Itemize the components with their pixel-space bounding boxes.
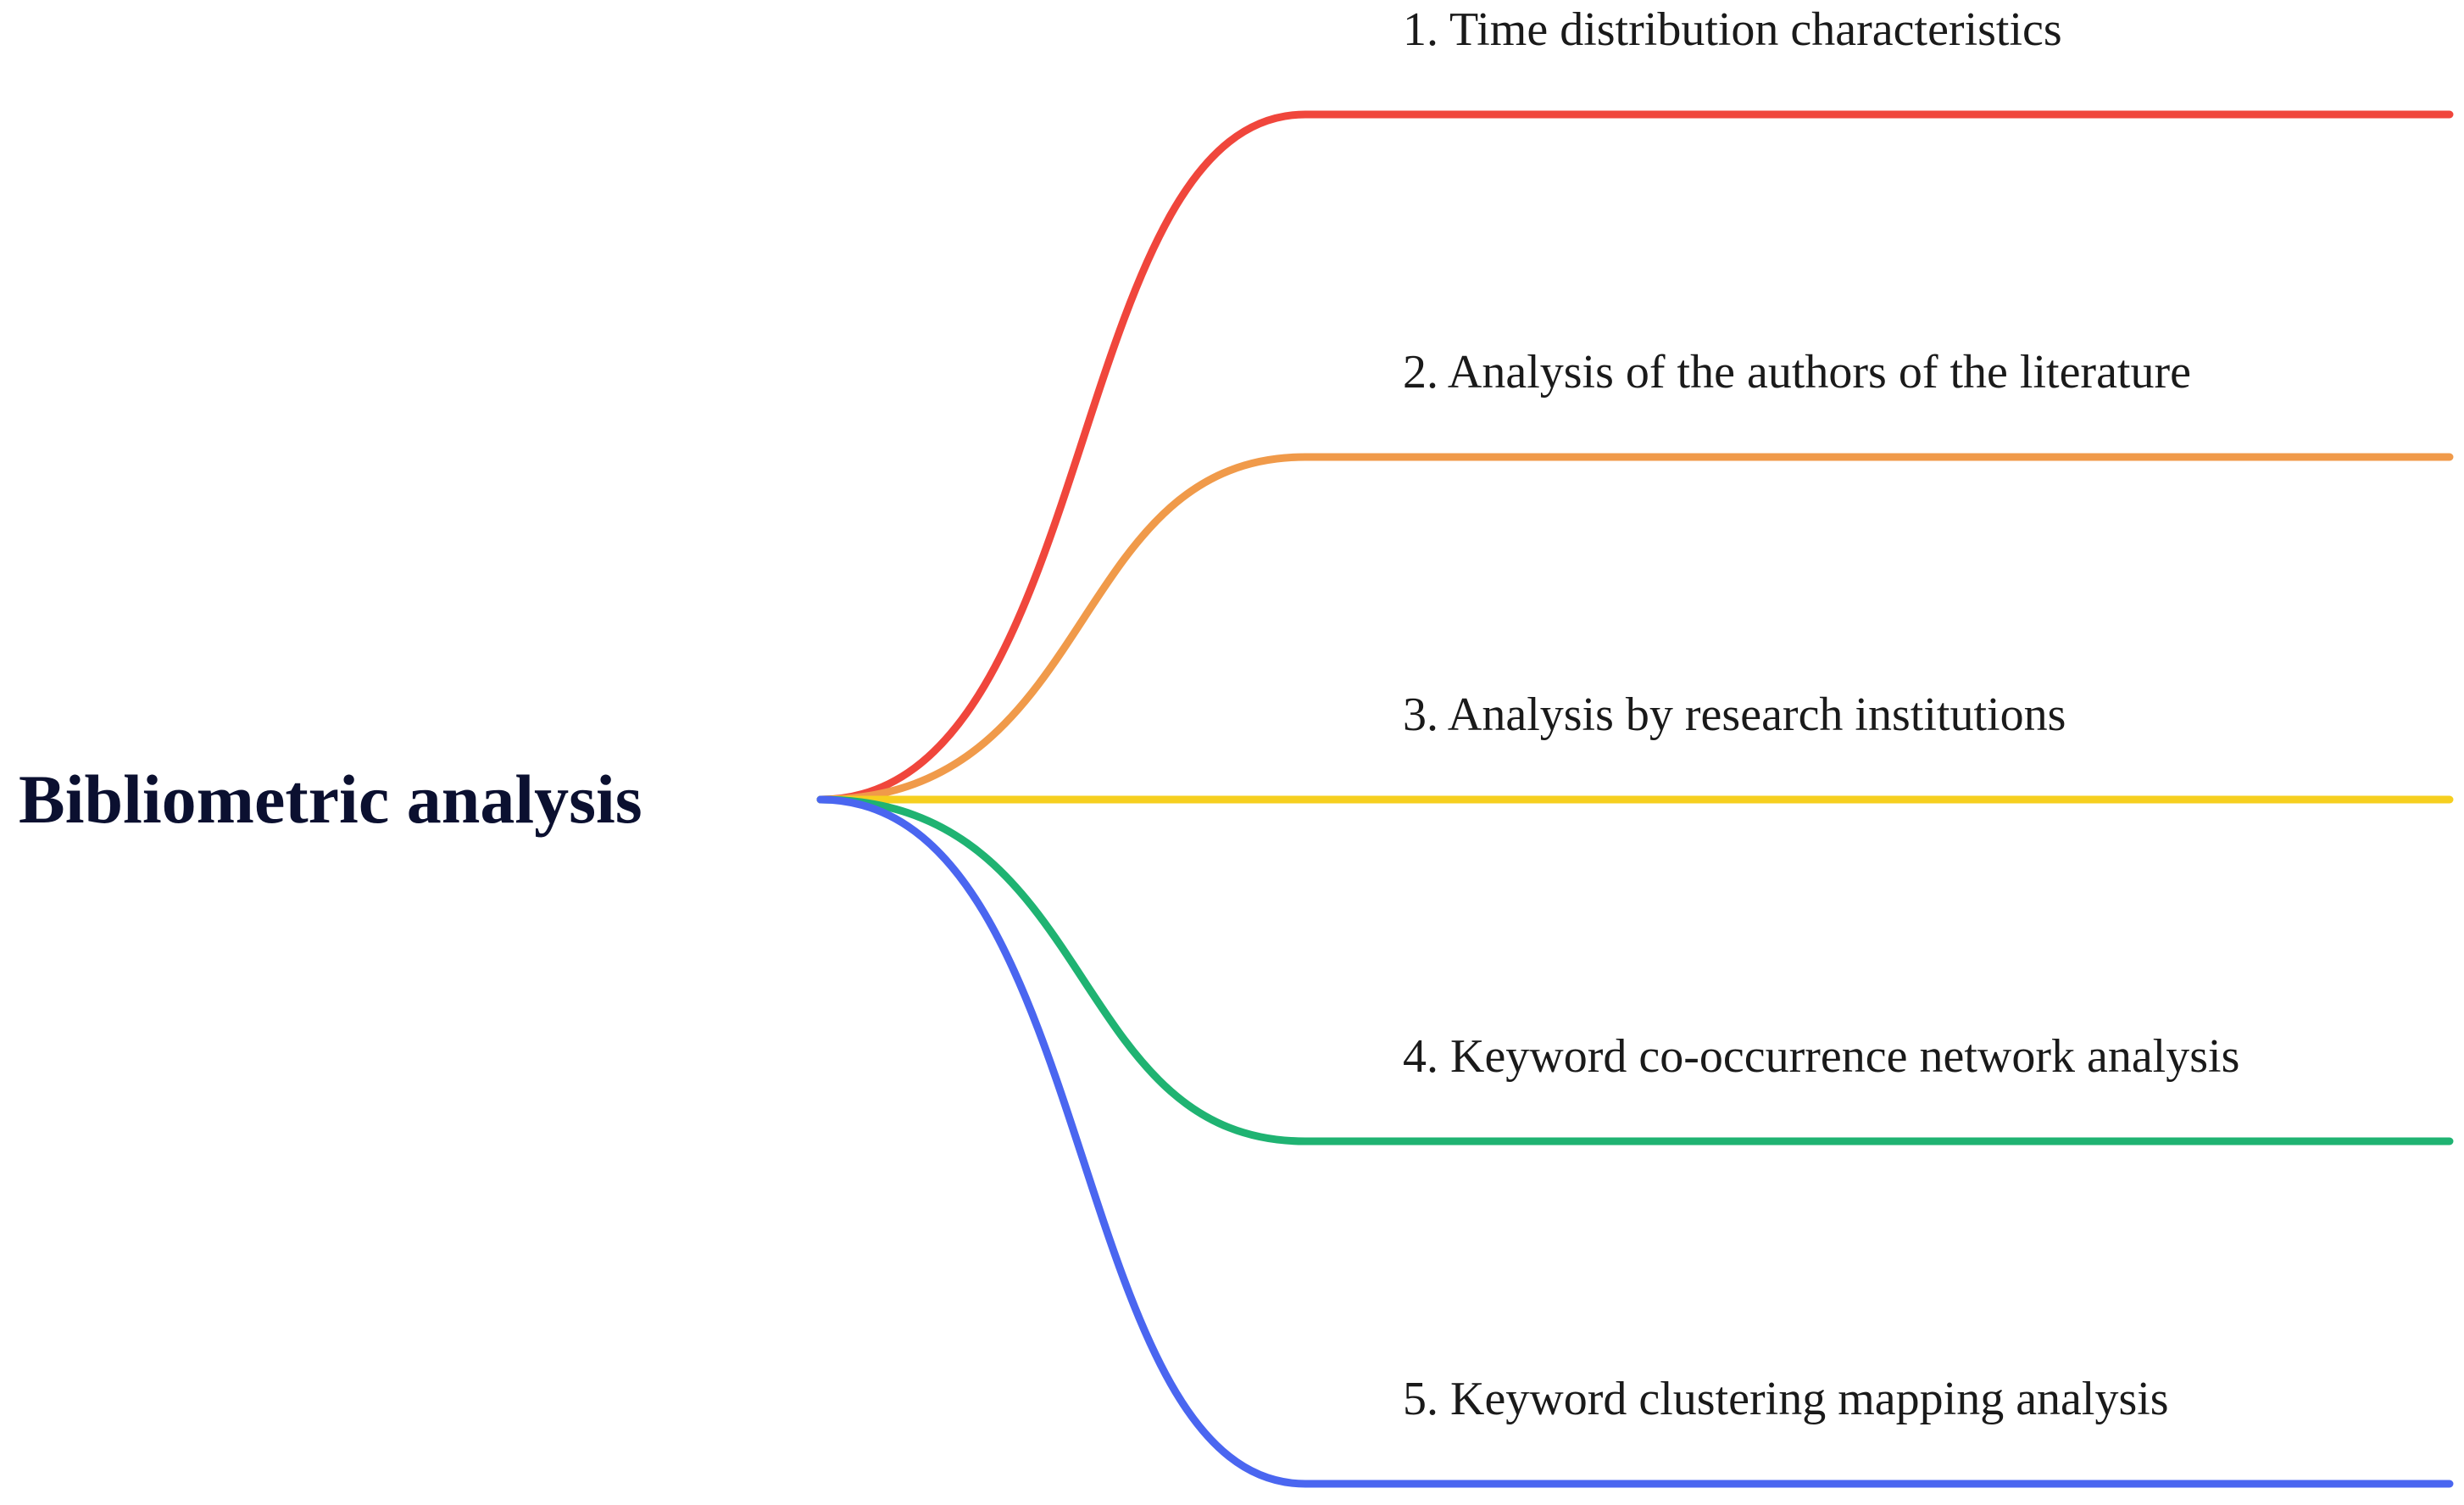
branch-label-1: 1. Time distribution characteristics [1403,3,2062,56]
branch-connector-2 [816,453,2454,804]
branch-label-3: 3. Analysis by research institutions [1403,688,2066,741]
branch-labels: 1. Time distribution characteristics 2. A… [1403,3,2239,1425]
branch-label-2: 2. Analysis of the authors of the litera… [1403,346,2191,399]
root-node-label: Bibliometric analysis [19,761,642,838]
branch-connector-1 [816,110,2454,804]
branch-label-5: 5. Keyword clustering mapping analysis [1403,1373,2169,1425]
branch-lines [816,110,2454,1488]
branch-connector-5 [816,795,2454,1488]
branch-connector-4 [816,795,2454,1145]
branch-label-4: 4. Keyword co-occurrence network analysi… [1403,1030,2239,1083]
